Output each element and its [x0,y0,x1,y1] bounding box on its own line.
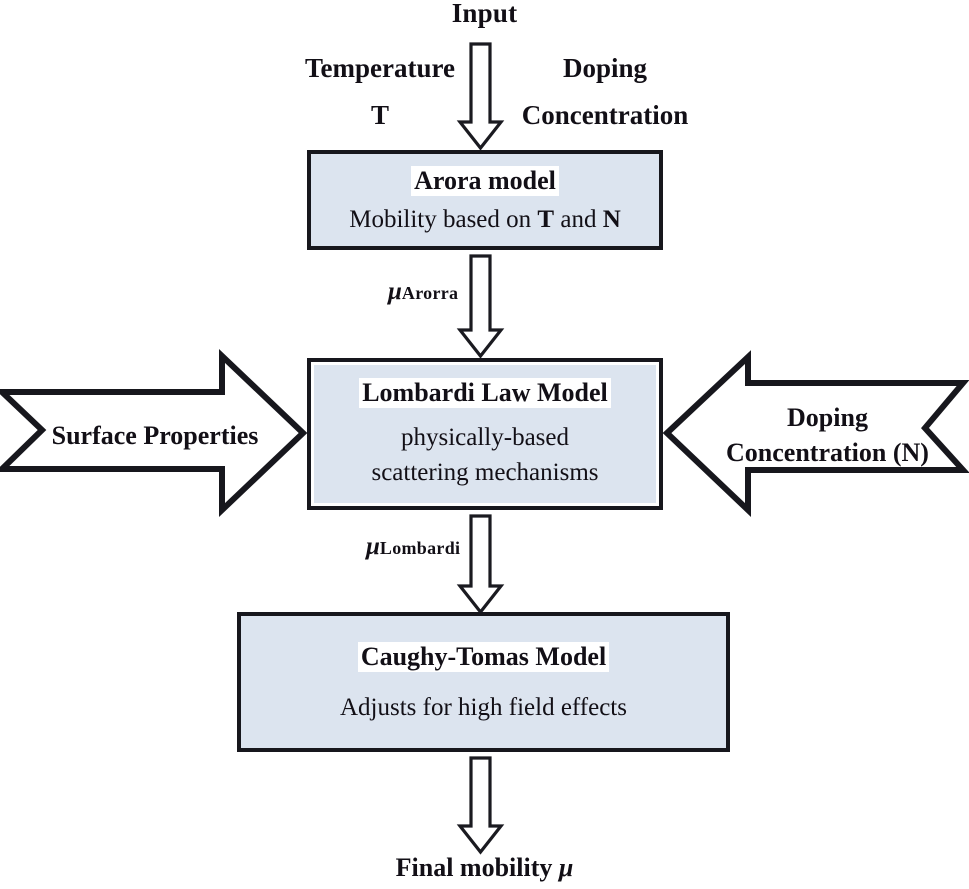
mu-subscript-arora: Arorra [401,283,459,303]
lombardi-law-model-box: Lombardi Law Model physically-based scat… [307,358,663,510]
doping-concentration-line2: Concentration (N) [726,438,929,468]
arora-model-box: Arora model Mobility based on T and N [307,150,663,250]
caughy-model-description: Adjusts for high field effects [340,694,627,721]
arora-model-title: Arora model [411,166,559,196]
doping-concentration-label: Doping Concentration (N) [700,400,955,470]
input-doping-label: Doping [562,53,648,83]
input-temperature-symbol: T [370,100,389,130]
caughy-tomas-model-box: Caughy-Tomas Model Adjusts for high fiel… [237,612,730,752]
lombardi-model-title: Lombardi Law Model [359,377,611,408]
input-doping-concentration-label: Concentration [521,100,689,130]
final-mobility-label: Final mobility μ [0,855,969,881]
lombardi-desc-line1: physically-based [400,423,569,451]
arora-model-description: Mobility based on T and N [349,206,621,234]
arora-desc-middle: and [554,206,603,233]
mu-symbol-lombardi: μ [366,533,380,560]
arrow-caughy-to-output [456,756,505,855]
arora-desc-prefix: Mobility based on [349,206,538,233]
input-temperature-label: Temperature [305,53,455,83]
arrow-arora-to-lombardi [456,254,505,359]
mu-symbol-arora: μ [388,278,402,305]
arora-desc-var-n: N [602,206,621,233]
caughy-model-title: Caughy-Tomas Model [357,642,610,672]
edge-label-mu-lombardi: μLombardi [366,533,460,561]
edge-label-mu-arorra: μArorra [388,278,458,306]
lombardi-desc-line2: scattering mechanisms [371,459,599,486]
doping-concentration-line1: Doping [787,403,868,432]
final-mobility-text: Final mobility [395,853,559,882]
input-header: Input [451,0,518,28]
arrow-lombardi-to-caughy [456,514,505,615]
final-mobility-symbol: μ [558,853,574,882]
arora-desc-var-t: T [537,206,555,233]
mu-subscript-lombardi: Lombardi [379,538,461,558]
surface-properties-label: Surface Properties [51,421,259,450]
